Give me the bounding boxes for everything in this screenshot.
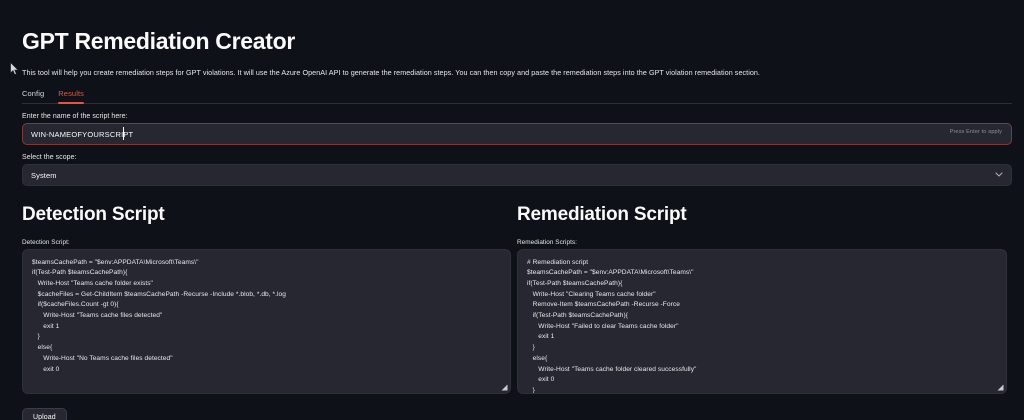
remediation-code-label: Remediation Scripts: [517,238,577,246]
tab-bar: Config Results [22,89,1012,105]
upload-button[interactable]: Upload [22,407,67,420]
script-name-field-wrap: Press Enter to apply [22,123,1012,146]
detection-column: Detection Script Detection Script: $team… [22,203,517,394]
tab-config[interactable]: Config [22,89,45,99]
scripts-columns: Detection Script Detection Script: $team… [22,203,1012,394]
remediation-code-area[interactable]: # Remediation script $teamsCachePath = "… [517,248,1007,394]
scope-select-value: System [31,170,57,180]
scope-label: Select the scope: [22,154,77,162]
detection-code-area[interactable]: $teamsCachePath = "$env:APPDATA\Microsof… [22,248,511,394]
mouse-cursor-icon [10,61,20,76]
resize-handle-icon[interactable] [997,384,1004,391]
page-container: GPT Remediation Creator This tool will h… [22,0,1012,420]
scope-select[interactable]: System [22,164,1012,187]
script-name-input[interactable] [22,123,1012,146]
remediation-section-title: Remediation Script [517,204,687,226]
scope-select-wrap: System [22,164,1012,187]
text-caret [123,127,124,141]
script-name-label: Enter the name of the script here: [22,113,128,121]
remediation-column: Remediation Script Remediation Scripts: … [517,203,1012,394]
detection-code-text[interactable]: $teamsCachePath = "$env:APPDATA\Microsof… [32,258,286,373]
tab-results[interactable]: Results [58,89,84,105]
press-enter-hint: Press Enter to apply [949,129,1002,136]
detection-code-label: Detection Script: [22,238,70,246]
remediation-code-text[interactable]: # Remediation script $teamsCachePath = "… [527,258,697,394]
page-title: GPT Remediation Creator [22,28,295,54]
resize-handle-icon[interactable] [501,384,508,391]
page-description: This tool will help you create remediati… [22,67,760,77]
detection-section-title: Detection Script [22,204,165,226]
